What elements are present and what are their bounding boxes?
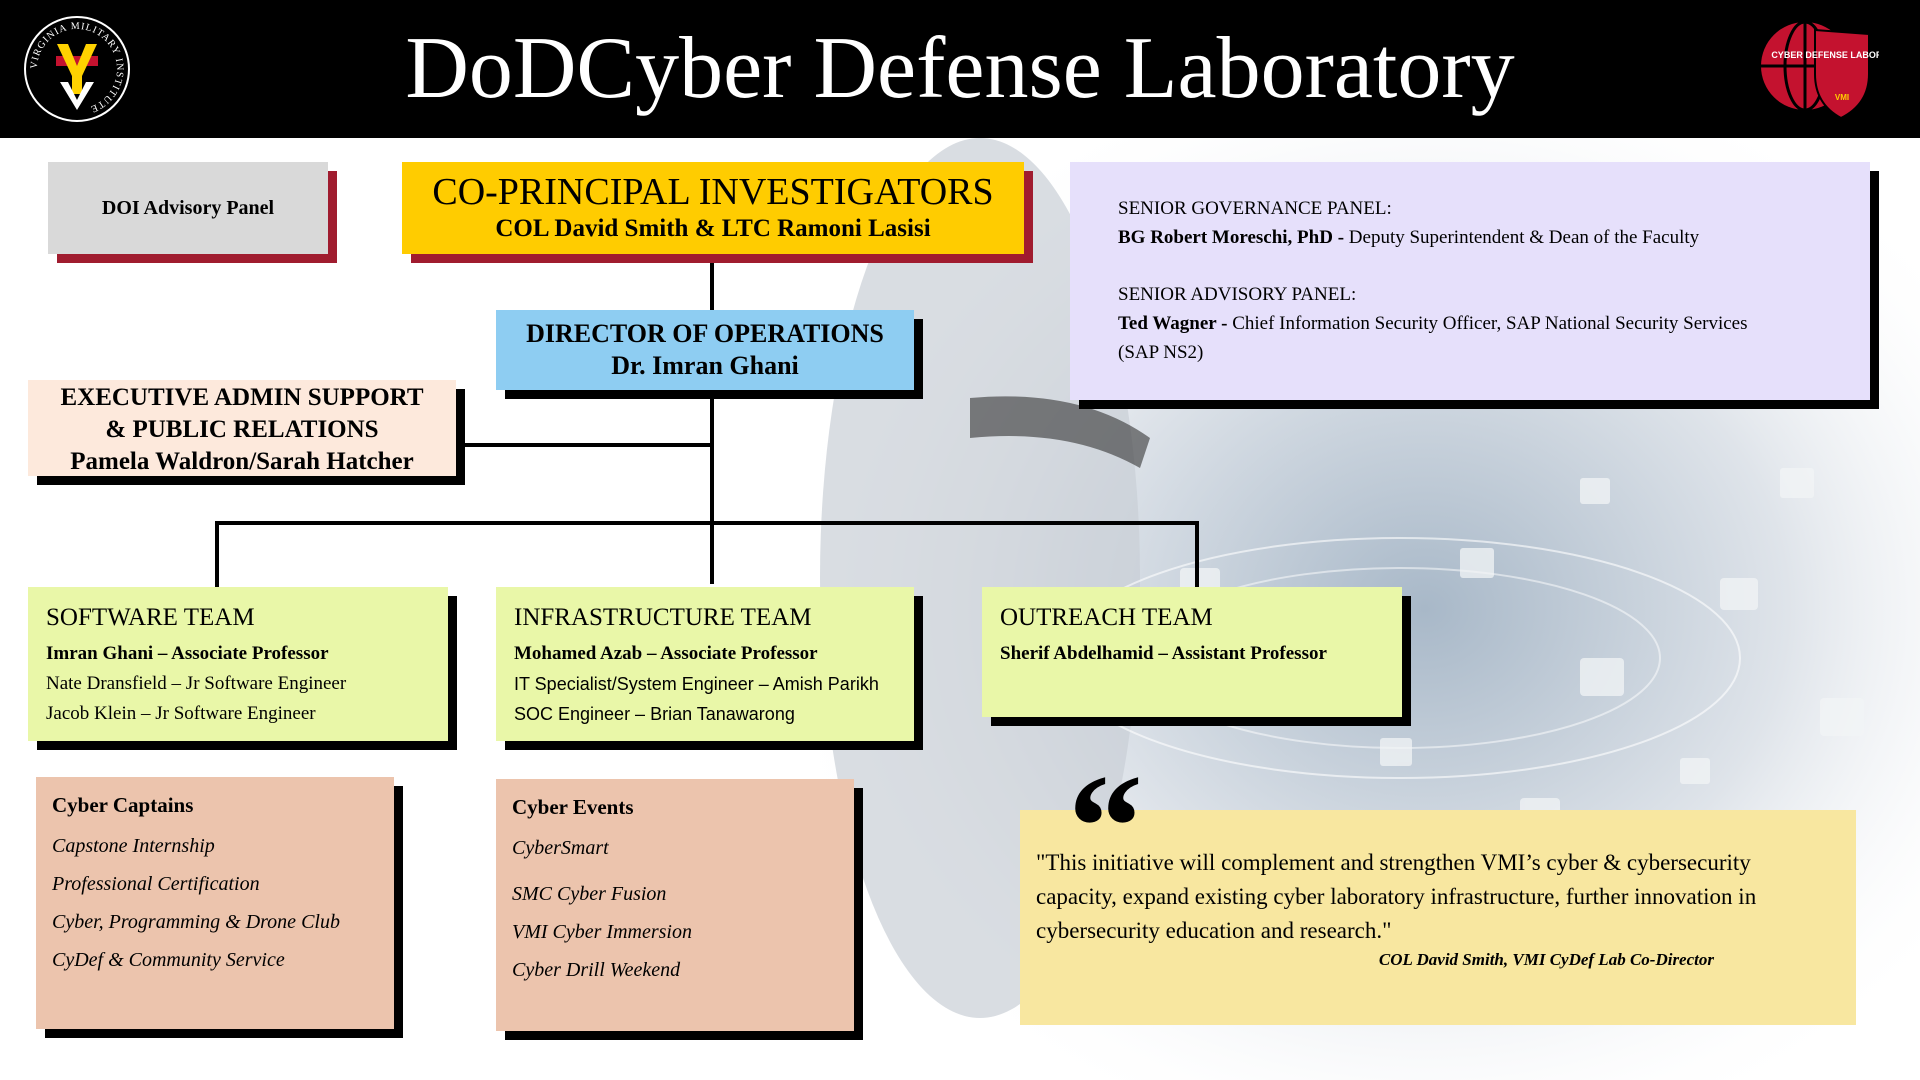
quote-box: "This initiative will complement and str…: [1020, 810, 1856, 1025]
exec-admin-line1: EXECUTIVE ADMIN SUPPORT: [60, 384, 424, 411]
senior-governance-title: SENIOR GOVERNANCE PANEL:: [1118, 198, 1392, 219]
list-item: CyDef & Community Service: [52, 949, 285, 971]
team-heading: SOFTWARE TEAM: [46, 604, 255, 631]
list-item: Professional Certification: [52, 873, 260, 895]
outreach-team-box: OUTREACH TEAM Sherif Abdelhamid – Assist…: [982, 587, 1402, 717]
team-lead: Mohamed Azab – Associate Professor: [514, 643, 818, 664]
quote-text: "This initiative will complement and str…: [1036, 850, 1757, 943]
lab-logo-sub: VMI: [1835, 93, 1849, 102]
exec-admin-names: Pamela Waldron/Sarah Hatcher: [70, 448, 414, 475]
co-principal-investigators-box: CO-PRINCIPAL INVESTIGATORS COL David Smi…: [402, 162, 1024, 254]
governance-panel: SENIOR GOVERNANCE PANEL: BG Robert Mores…: [1070, 162, 1870, 400]
co-pi-names: COL David Smith & LTC Ramoni Lasisi: [495, 215, 931, 242]
senior-governance-name: BG Robert Moreschi, PhD -: [1118, 227, 1345, 248]
vmi-logo: VIRGINIA MILITARY INSTITUTE: [24, 16, 130, 122]
co-pi-heading: CO-PRINCIPAL INVESTIGATORS: [432, 171, 994, 213]
page-title: DoDCyber Defense Laboratory: [405, 20, 1515, 117]
cyber-captains-box: Cyber Captains Capstone Internship Profe…: [36, 777, 394, 1029]
senior-governance-block: SENIOR GOVERNANCE PANEL: BG Robert Mores…: [1118, 194, 1870, 252]
team-lead: Sherif Abdelhamid – Assistant Professor: [1000, 643, 1327, 664]
director-heading: DIRECTOR OF OPERATIONS: [526, 319, 884, 348]
cyber-defense-lab-logo: CYBER DEFENSE LABORATORY VMI: [1761, 20, 1879, 120]
quote-mark-icon: “: [1068, 744, 1143, 910]
software-team-box: SOFTWARE TEAM Imran Ghani – Associate Pr…: [28, 587, 448, 741]
executive-admin-box: EXECUTIVE ADMIN SUPPORT & PUBLIC RELATIO…: [28, 380, 456, 476]
list-item: SMC Cyber Fusion: [512, 883, 667, 905]
infrastructure-team-box: INFRASTRUCTURE TEAM Mohamed Azab – Assoc…: [496, 587, 914, 741]
senior-advisory-block: SENIOR ADVISORY PANEL: Ted Wagner - Chie…: [1118, 280, 1870, 367]
senior-advisory-name: Ted Wagner -: [1118, 313, 1228, 334]
senior-advisory-role: Chief Information Security Officer, SAP …: [1118, 313, 1748, 363]
cyber-captains-heading: Cyber Captains: [52, 793, 194, 817]
team-member: Jacob Klein – Jr Software Engineer: [46, 703, 316, 724]
quote-attribution: COL David Smith, VMI CyDef Lab Co-Direct…: [1378, 950, 1714, 969]
list-item: Capstone Internship: [52, 835, 215, 857]
connector-line: [215, 521, 219, 587]
connector-line: [456, 443, 712, 447]
team-member: IT Specialist/System Engineer – Amish Pa…: [514, 674, 879, 694]
exec-admin-line2: & PUBLIC RELATIONS: [105, 416, 379, 443]
director-of-operations-box: DIRECTOR OF OPERATIONS Dr. Imran Ghani: [496, 310, 914, 390]
team-member: Nate Dransfield – Jr Software Engineer: [46, 673, 347, 694]
cyber-events-heading: Cyber Events: [512, 795, 634, 819]
list-item: Cyber Drill Weekend: [512, 959, 681, 981]
director-name: Dr. Imran Ghani: [611, 351, 799, 380]
doi-advisory-label: DOI Advisory Panel: [101, 196, 275, 219]
senior-advisory-title: SENIOR ADVISORY PANEL:: [1118, 284, 1357, 305]
connector-line: [710, 254, 714, 584]
list-item: VMI Cyber Immersion: [512, 921, 692, 943]
team-member: SOC Engineer – Brian Tanawarong: [514, 704, 795, 724]
connector-line: [215, 521, 1199, 525]
team-heading: INFRASTRUCTURE TEAM: [514, 604, 812, 631]
doi-advisory-panel: DOI Advisory Panel: [48, 162, 328, 254]
team-lead: Imran Ghani – Associate Professor: [46, 643, 329, 664]
list-item: CyberSmart: [512, 837, 609, 859]
list-item: Cyber, Programming & Drone Club: [52, 911, 340, 933]
lab-logo-text: CYBER DEFENSE LABORATORY: [1771, 50, 1879, 60]
connector-line: [1195, 521, 1199, 587]
cyber-events-box: Cyber Events CyberSmart SMC Cyber Fusion…: [496, 779, 854, 1031]
header-bar: [0, 0, 1920, 138]
senior-governance-role: Deputy Superintendent & Dean of the Facu…: [1344, 227, 1700, 248]
team-heading: OUTREACH TEAM: [1000, 604, 1213, 631]
